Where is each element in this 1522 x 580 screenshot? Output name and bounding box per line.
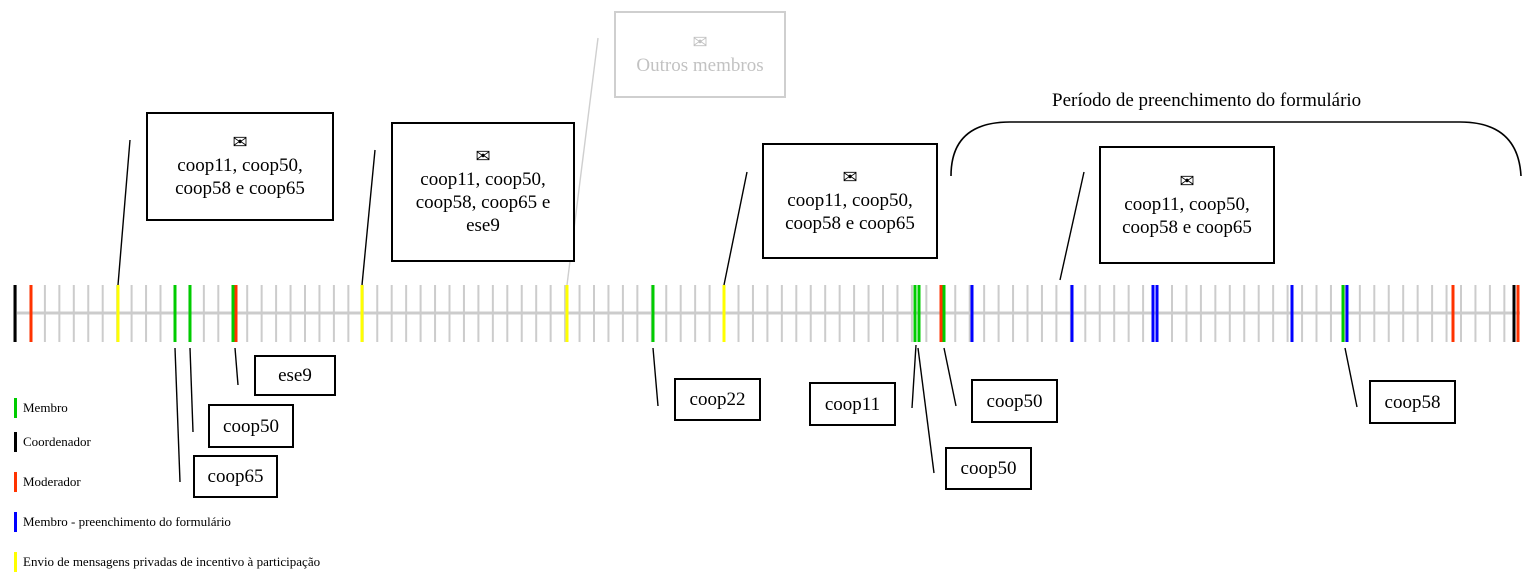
envelope-icon: ✉: [842, 166, 858, 187]
message-box-line: coop11, coop50,: [420, 169, 546, 190]
message-box-2: ✉ coop11, coop50, coop58, coop65 e ese9: [391, 122, 575, 262]
message-box-line: Outros membros: [636, 54, 764, 76]
member-label: coop50: [986, 390, 1043, 412]
period-label: Período de preenchimento do formulário: [1052, 90, 1362, 111]
envelope-icon: ✉: [1179, 170, 1195, 191]
message-box-line: coop11, coop50,: [1124, 193, 1250, 215]
connector-line: [911, 344, 917, 409]
label-coop58: coop58: [1369, 380, 1456, 424]
period-bracket: [950, 121, 1522, 177]
legend-swatch: [14, 432, 17, 452]
legend-label: Membro: [23, 400, 68, 415]
connector-line: [943, 347, 957, 407]
connector-line: [723, 171, 748, 286]
legend-swatch: [14, 512, 17, 532]
label-coop65: coop65: [193, 455, 278, 498]
label-coop50-b: coop50: [971, 379, 1058, 423]
message-box-3: ✉ coop11, coop50, coop58 e coop65: [762, 143, 938, 259]
connector-line: [1059, 171, 1085, 281]
legend-moderador: Moderador: [14, 472, 81, 492]
connector-line: [174, 347, 181, 483]
member-label: coop50: [223, 415, 279, 437]
legend-coordenador: Coordenador: [14, 432, 91, 452]
legend-swatch: [14, 472, 17, 492]
legend-swatch: [14, 552, 17, 572]
connector-line: [1344, 347, 1358, 408]
envelope-icon: ✉: [475, 146, 491, 166]
connector-line: [117, 139, 131, 286]
member-label: coop50: [960, 458, 1017, 479]
connector-line: [361, 149, 376, 286]
envelope-icon: ✉: [692, 31, 708, 52]
connector-line: [234, 347, 239, 386]
label-ese9: ese9: [254, 355, 336, 396]
message-box-4: ✉ coop11, coop50, coop58 e coop65: [1099, 146, 1275, 264]
legend-preenchimento: Membro - preenchimento do formulário: [14, 512, 231, 532]
message-box-line: coop58, coop65 e: [415, 192, 551, 213]
member-label: coop65: [207, 466, 264, 487]
legend-label: Membro - preenchimento do formulário: [23, 514, 231, 529]
message-box-line: coop58 e coop65: [1122, 216, 1252, 238]
connector-line: [189, 347, 194, 433]
message-box-line: coop11, coop50,: [177, 155, 303, 176]
label-coop50-c: coop50: [945, 447, 1032, 490]
legend-incentivo: Envio de mensagens privadas de incentivo…: [14, 552, 320, 572]
label-coop50-a: coop50: [208, 404, 294, 448]
envelope-icon: ✉: [232, 132, 248, 152]
legend-label: Envio de mensagens privadas de incentivo…: [23, 554, 321, 569]
message-box-others: ✉ Outros membros: [614, 11, 786, 98]
label-coop11: coop11: [809, 382, 896, 426]
member-label: coop22: [689, 389, 746, 410]
legend-swatch: [14, 398, 17, 418]
message-box-1: ✉ coop11, coop50, coop58 e coop65: [146, 112, 334, 221]
legend-label: Coordenador: [23, 434, 91, 449]
member-label: coop58: [1384, 391, 1441, 413]
connector-line: [917, 347, 935, 474]
message-box-line: coop11, coop50,: [787, 189, 913, 211]
legend-label: Moderador: [23, 474, 81, 489]
label-coop22: coop22: [674, 378, 761, 421]
member-label: ese9: [278, 365, 312, 386]
message-box-line: ese9: [466, 215, 500, 236]
connector-line: [652, 347, 659, 407]
member-label: coop11: [824, 393, 881, 415]
message-box-line: coop58 e coop65: [175, 178, 305, 199]
legend-membro: Membro: [14, 398, 68, 418]
message-box-line: coop58 e coop65: [785, 212, 915, 234]
